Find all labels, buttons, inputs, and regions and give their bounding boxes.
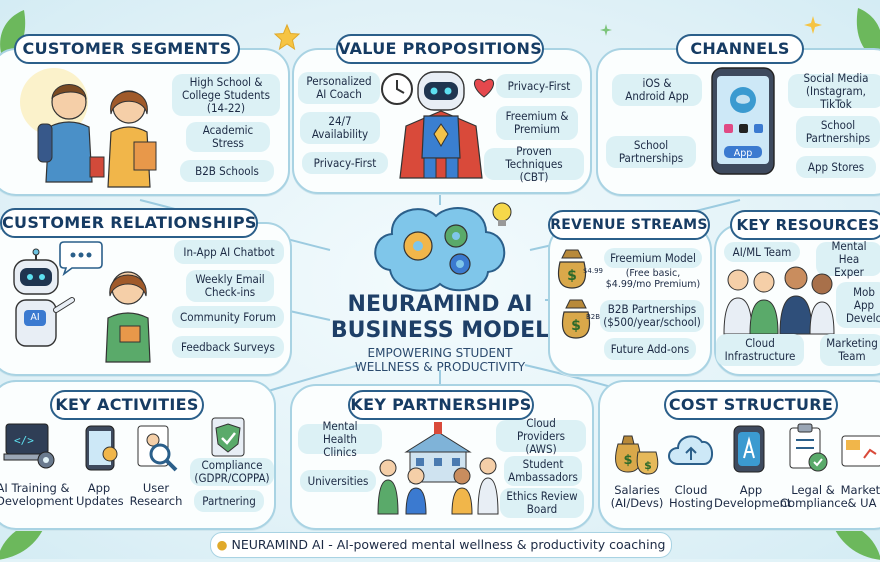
- value-item-availability: 24/7 Availability: [300, 112, 380, 144]
- customer-relationships-header: CUSTOMER RELATIONSHIPS: [0, 208, 258, 238]
- revenue-item-future-addons: Future Add-ons: [604, 338, 696, 360]
- lightbulb-icon: ●: [216, 537, 228, 552]
- cost-item-cloud-hosting: Cloud Hosting: [669, 483, 713, 510]
- chatbot-robot-illustration: [13, 248, 75, 347]
- speech-bubble-icon: [59, 241, 103, 277]
- value-propositions-header: VALUE PROPOSITIONS: [336, 34, 544, 64]
- activity-item-ai-training: AI Training & Development: [0, 481, 74, 508]
- cost-item-salaries: Salaries (AI/Devs): [610, 483, 664, 510]
- footer-banner: ● NEURAMIND AI - AI-powered mental welln…: [210, 532, 672, 558]
- svg-text:$: $: [644, 459, 652, 472]
- partner-item-cloud-providers: Cloud Providers (AWS): [496, 416, 586, 455]
- value-item-privacy-first-right: Privacy-First: [496, 74, 582, 98]
- resource-item-mobile-app-developers: Mob App Develo: [836, 282, 880, 328]
- marketing-chart-icon: [841, 435, 880, 467]
- sparkle-icon: [600, 24, 612, 36]
- revenue-item-b2b: B2B Partnerships ($500/year/school): [600, 300, 704, 332]
- resource-item-marketing-team: Marketing Team: [820, 334, 880, 366]
- heart-icon: [474, 78, 494, 98]
- partner-item-ambassadors: Student Ambassadors: [504, 456, 582, 486]
- phone-app-illustration: [711, 67, 775, 175]
- svg-text:$: $: [567, 268, 577, 284]
- relationship-item-chatbot: In-App AI Chatbot: [174, 240, 284, 264]
- svg-text:</>: </>: [14, 434, 34, 447]
- superhero-robot-illustration: [399, 71, 483, 179]
- segment-item-academic-stress: Academic Stress: [186, 122, 270, 152]
- phone-app-button-label: App: [733, 148, 753, 159]
- resource-item-cloud-infrastructure: Cloud Infrastructure: [716, 334, 804, 366]
- legal-checklist-icon: [789, 423, 828, 472]
- team-illustration: [723, 266, 835, 335]
- money-bag-tag-price: $4.99: [582, 267, 604, 275]
- relationship-item-surveys: Feedback Surveys: [172, 336, 284, 358]
- sparkle-icon: [804, 16, 822, 34]
- resource-item-mental-health-experts: Mental Hea Exper: [816, 239, 880, 278]
- students-illustration: [20, 68, 157, 188]
- partner-item-ethics-board: Ethics Review Board: [500, 488, 584, 518]
- money-bag-tag-b2b: B2B: [585, 313, 601, 321]
- compliance-shield-icon: [211, 417, 245, 457]
- school-handshake-illustration: [377, 422, 499, 515]
- value-item-personalized-ai-coach: Personalized AI Coach: [298, 72, 380, 104]
- value-item-privacy-first-left: Privacy-First: [302, 152, 388, 174]
- brain-gears-icon: [374, 202, 512, 292]
- partner-item-clinics: Mental Health Clinics: [298, 419, 382, 458]
- money-bag-icon: $: [561, 299, 591, 339]
- footer-text: NEURAMIND AI - AI-powered mental wellnes…: [231, 537, 666, 552]
- key-activities-header: KEY ACTIVITIES: [50, 390, 204, 420]
- customer-segments-header: CUSTOMER SEGMENTS: [14, 34, 240, 64]
- cost-item-app-development: App Development: [714, 483, 792, 510]
- leaf-decoration-top-right: [856, 8, 880, 61]
- revenue-item-freemium-detail: (Free basic, $4.99/mo Premium): [605, 268, 701, 290]
- app-store-icon: [733, 425, 765, 473]
- page-title: NEURAMIND AI BUSINESS MODEL: [330, 292, 550, 343]
- channels-header: CHANNELS: [676, 34, 804, 64]
- star-icon: [273, 23, 301, 51]
- cost-structure-header: COST STRUCTURE: [664, 390, 838, 420]
- revenue-item-freemium: Freemium Model: [604, 248, 702, 268]
- segment-item-b2b-schools: B2B Schools: [180, 160, 274, 182]
- channel-item-social-media: Social Media (Instagram, TikTok: [788, 71, 880, 110]
- relationship-item-email: Weekly Email Check-ins: [186, 270, 274, 302]
- student-with-book-illustration: [105, 271, 151, 363]
- partner-item-universities: Universities: [300, 470, 376, 492]
- resource-item-ai-ml-team: AI/ML Team: [724, 242, 800, 262]
- relationship-item-forum: Community Forum: [172, 306, 284, 328]
- segment-item-students: High School & College Students (14-22): [172, 74, 280, 116]
- page-subtitle: EMPOWERING STUDENT WELLNESS & PRODUCTIVI…: [354, 346, 526, 374]
- cost-item-legal-compliance: Legal & Compliance: [780, 483, 848, 510]
- value-item-freemium-premium: Freemium & Premium: [496, 106, 578, 140]
- svg-text:$: $: [623, 453, 632, 468]
- channel-item-school-partnerships: School Partnerships: [606, 136, 696, 168]
- svg-text:$: $: [571, 318, 581, 334]
- code-laptop-icon: </>: [3, 423, 55, 469]
- channel-item-mobile-app: iOS & Android App: [612, 74, 702, 106]
- activity-item-compliance: Compliance (GDPR/COPPA): [190, 458, 274, 486]
- activity-item-partnering: Partnering: [194, 490, 264, 512]
- key-resources-header: KEY RESOURCES: [730, 210, 880, 240]
- user-research-icon: [137, 425, 178, 472]
- money-bag-icon: $: [557, 249, 587, 289]
- activity-item-app-updates: App Updates: [76, 481, 124, 508]
- cost-item-marketing: Marketi & UA: [840, 483, 880, 510]
- activity-item-user-research: User Research: [129, 481, 183, 508]
- channel-item-school-partnerships-right: School Partnerships: [796, 116, 880, 148]
- cloud-upload-icon: [668, 435, 713, 465]
- robot-badge-label: AI: [30, 312, 40, 323]
- value-item-proven-techniques: Proven Techniques (CBT): [484, 144, 584, 183]
- key-partnerships-header: KEY PARTNERSHIPS: [348, 390, 534, 420]
- phone-update-icon: [85, 425, 118, 471]
- revenue-streams-header: REVENUE STREAMS: [548, 210, 710, 240]
- channel-item-app-stores: App Stores: [796, 156, 876, 178]
- money-bags-icon: $ $: [615, 435, 659, 475]
- clock-icon: [381, 73, 413, 105]
